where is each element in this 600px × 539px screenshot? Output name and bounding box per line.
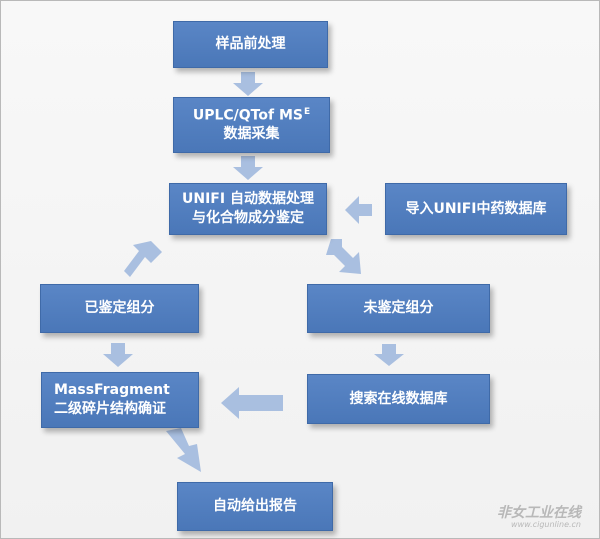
watermark: 非女工业在线 www.cigunline.cn xyxy=(497,504,581,530)
node-uplc: UPLC/QTof MSE 数据采集 xyxy=(173,97,330,153)
node-massfragment-line1: MassFragment xyxy=(54,382,170,399)
node-pretreatment-label: 样品前处理 xyxy=(215,36,286,53)
node-identified: 已鉴定组分 xyxy=(40,284,199,333)
node-unidentified: 未鉴定组分 xyxy=(307,284,490,333)
node-search-db-label: 搜索在线数据库 xyxy=(349,390,448,407)
arrow-unifi-to-unidentified xyxy=(326,239,361,274)
node-uplc-main: UPLC/QTof MS xyxy=(192,107,303,124)
watermark-line2: www.cigunline.cn xyxy=(511,520,581,530)
node-import-db: 导入UNIFI中药数据库 xyxy=(385,183,567,235)
node-uplc-title: UPLC/QTof MSE xyxy=(193,106,310,126)
arrow-unidentified-to-search xyxy=(374,344,404,366)
node-unidentified-label: 未鉴定组分 xyxy=(363,300,434,317)
node-massfragment-line2: 二级碎片结构确证 xyxy=(54,401,166,417)
node-import-db-label: 导入UNIFI中药数据库 xyxy=(405,200,547,217)
node-pretreatment: 样品前处理 xyxy=(173,21,328,68)
node-uplc-superscript: E xyxy=(303,106,311,117)
node-report-label: 自动给出报告 xyxy=(213,498,297,515)
node-uplc-subtitle: 数据采集 xyxy=(223,126,280,143)
arrow-massfragment-to-report xyxy=(166,428,201,472)
node-unifi-line1: UNIFI 自动数据处理 xyxy=(182,191,314,208)
node-search-db: 搜索在线数据库 xyxy=(307,374,490,424)
arrow-identified-to-massfragment xyxy=(103,343,133,367)
node-identified-label: 已鉴定组分 xyxy=(84,300,155,317)
arrow-import-to-unifi xyxy=(345,196,372,224)
node-report: 自动给出报告 xyxy=(177,482,333,531)
arrow-search-to-massfragment xyxy=(221,387,283,419)
watermark-line1: 非女工业在线 xyxy=(497,504,581,521)
node-massfragment: MassFragment 二级碎片结构确证 xyxy=(41,372,199,428)
arrow-uplc-to-unifi xyxy=(233,156,263,180)
node-unifi-line2: 与化合物成分鉴定 xyxy=(192,210,304,226)
arrow-pretreatment-to-uplc xyxy=(233,72,263,96)
arrow-unifi-to-identified xyxy=(124,241,162,277)
node-unifi: UNIFI 自动数据处理 与化合物成分鉴定 xyxy=(169,183,327,235)
